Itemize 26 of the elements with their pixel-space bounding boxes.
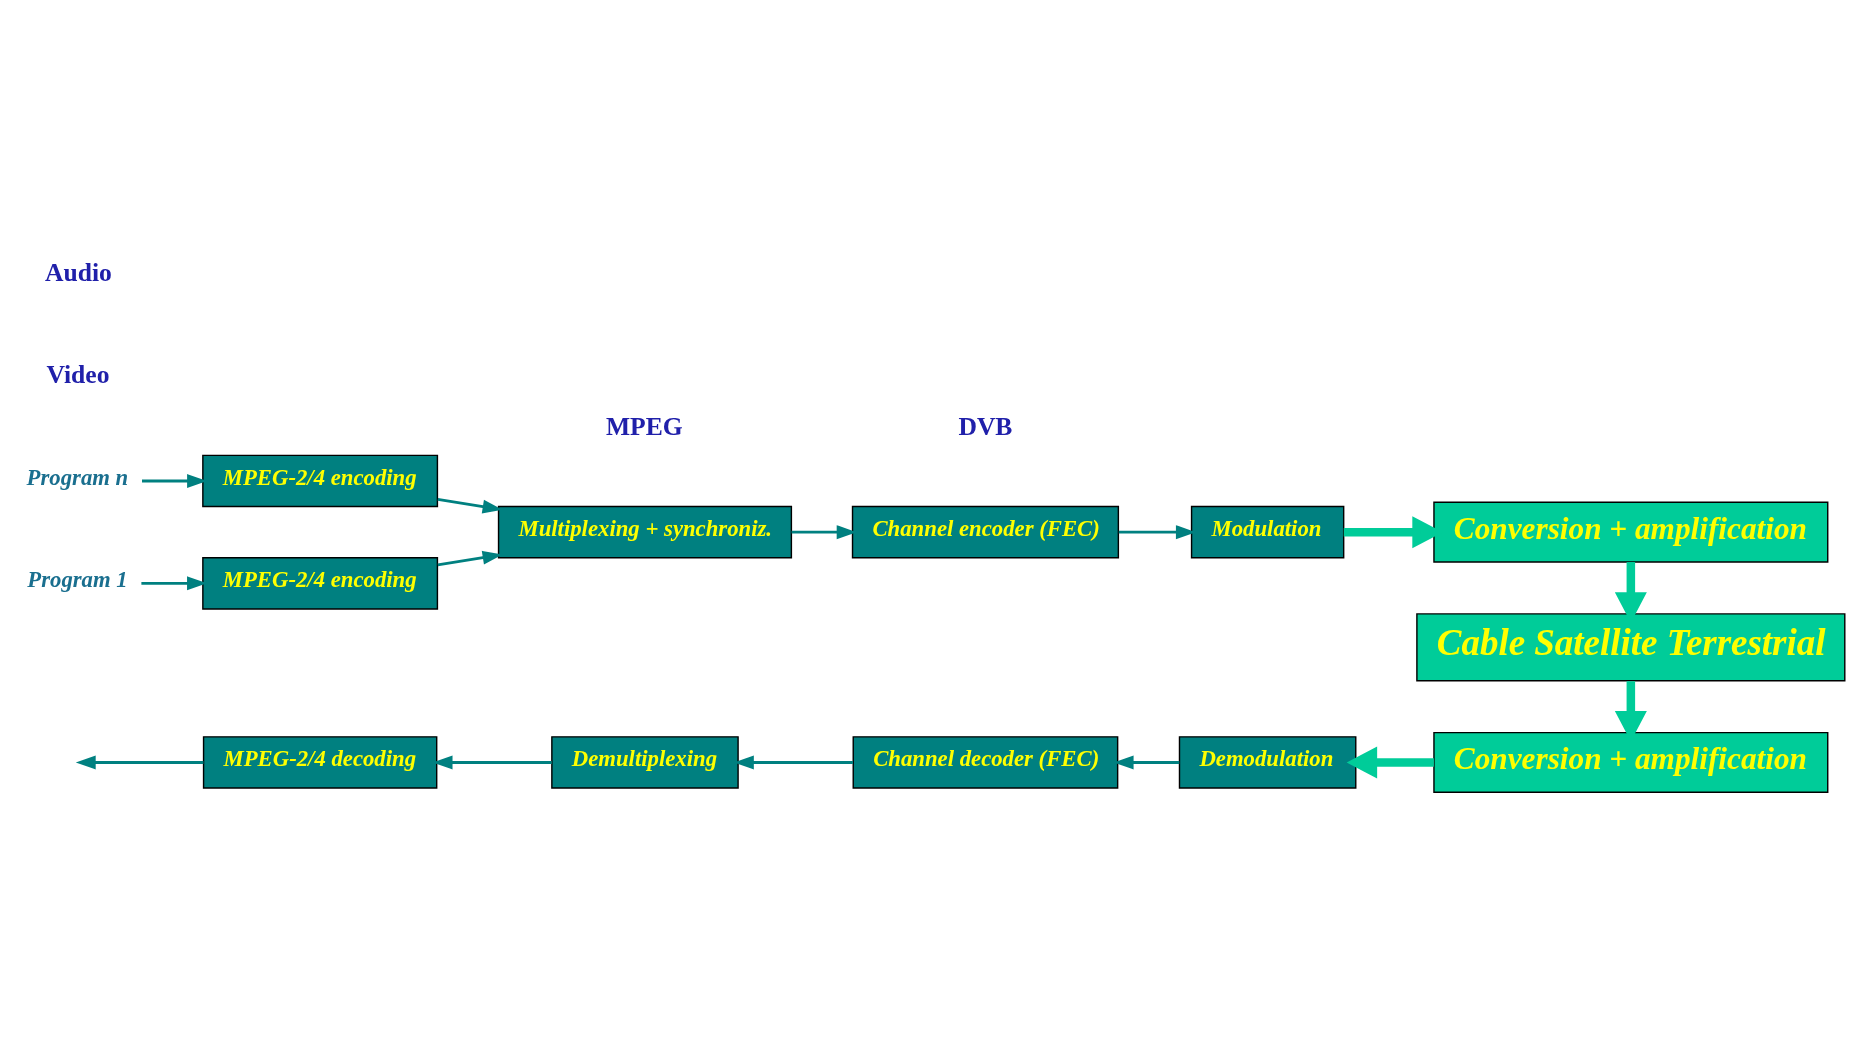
label: Video	[46, 360, 110, 390]
label: Audio	[45, 258, 112, 288]
node-box: MPEG-2/4 encoding	[202, 454, 439, 508]
arrow	[437, 550, 503, 567]
node-box: Conversion + amplification	[1433, 731, 1829, 793]
arrow	[1346, 746, 1434, 779]
node-box: Conversion + amplification	[1433, 501, 1829, 563]
node-box: Channel decoder (FEC)	[852, 736, 1119, 789]
arrow	[1113, 755, 1180, 770]
node-box: Channel encoder (FEC)	[851, 505, 1120, 559]
arrow	[141, 576, 207, 591]
arrow	[437, 498, 503, 514]
node-box: Multiplexing + synchroniz.	[497, 505, 793, 559]
node-box: MPEG-2/4 encoding	[202, 557, 439, 610]
label: MPEG	[605, 411, 683, 441]
arrow	[791, 525, 857, 540]
node-text: Program n	[26, 464, 129, 490]
node-box: MPEG-2/4 decoding	[202, 736, 438, 789]
node-box: Demultiplexing	[551, 736, 739, 789]
node-box: Cable Satellite Terrestrial	[1416, 613, 1846, 682]
node-box: Demodulation	[1178, 736, 1357, 789]
node-box: Modulation	[1190, 505, 1345, 559]
arrow	[1118, 525, 1196, 540]
node-text: Program 1	[27, 567, 128, 593]
label: DVB	[958, 411, 1013, 441]
arrow	[75, 755, 204, 770]
